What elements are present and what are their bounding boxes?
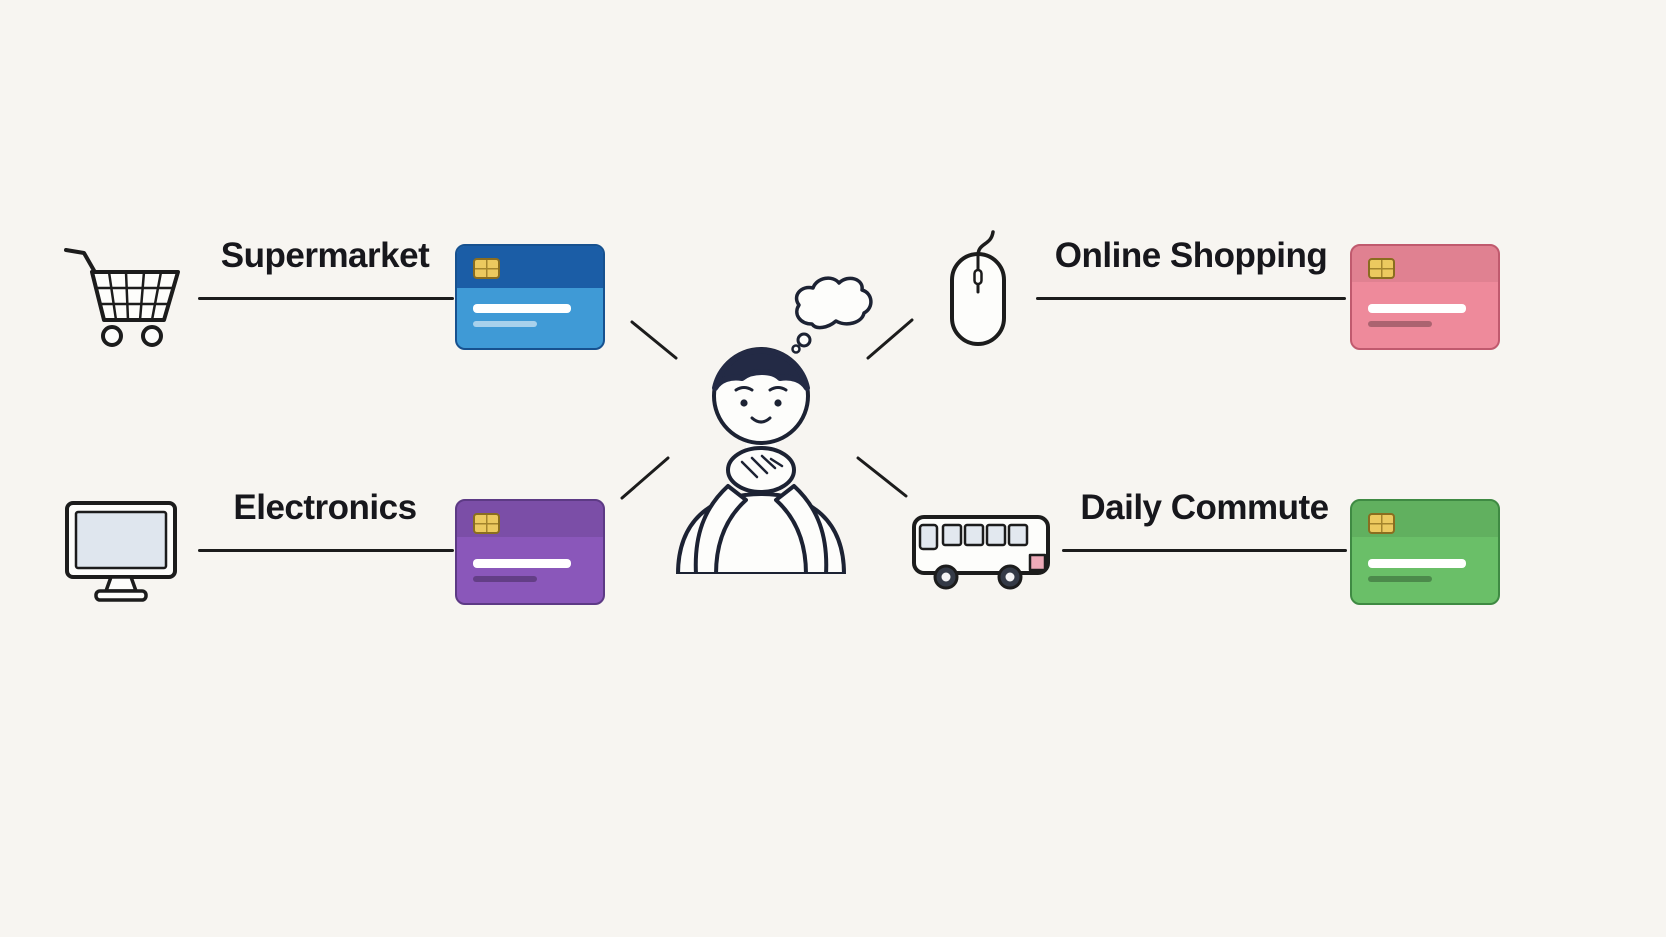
connector-line: [198, 549, 454, 552]
scenario-label-online-shopping: Online Shopping: [1054, 236, 1328, 275]
card-chip: [473, 513, 500, 534]
card-number-line: [473, 321, 537, 327]
scenario-label-daily-commute: Daily Commute: [1080, 488, 1329, 527]
connector-line: [1062, 549, 1347, 552]
bus-icon: [910, 503, 1052, 597]
thought-bubble: [788, 270, 886, 354]
card-chip: [1368, 258, 1395, 279]
card-chip: [1368, 513, 1395, 534]
credit-card-purple: [455, 499, 605, 605]
card-number-line: [473, 559, 571, 568]
scenario-label-electronics: Electronics: [233, 488, 417, 527]
connector-line: [198, 297, 454, 300]
card-number-line: [473, 576, 537, 582]
credit-card-blue: [455, 244, 605, 350]
credit-card-green: [1350, 499, 1500, 605]
card-number-line: [473, 304, 571, 313]
computer-mouse-icon: [945, 230, 1011, 350]
card-number-line: [1368, 321, 1432, 327]
scenario-label-supermarket: Supermarket: [220, 236, 430, 275]
card-number-line: [1368, 559, 1466, 568]
thinking-person-figure: [662, 332, 860, 574]
shopping-cart-icon: [58, 236, 184, 354]
credit-card-pink: [1350, 244, 1500, 350]
card-number-line: [1368, 304, 1466, 313]
computer-monitor-icon: [62, 498, 180, 610]
card-number-line: [1368, 576, 1432, 582]
card-chip: [473, 258, 500, 279]
connector-line: [1036, 297, 1346, 300]
